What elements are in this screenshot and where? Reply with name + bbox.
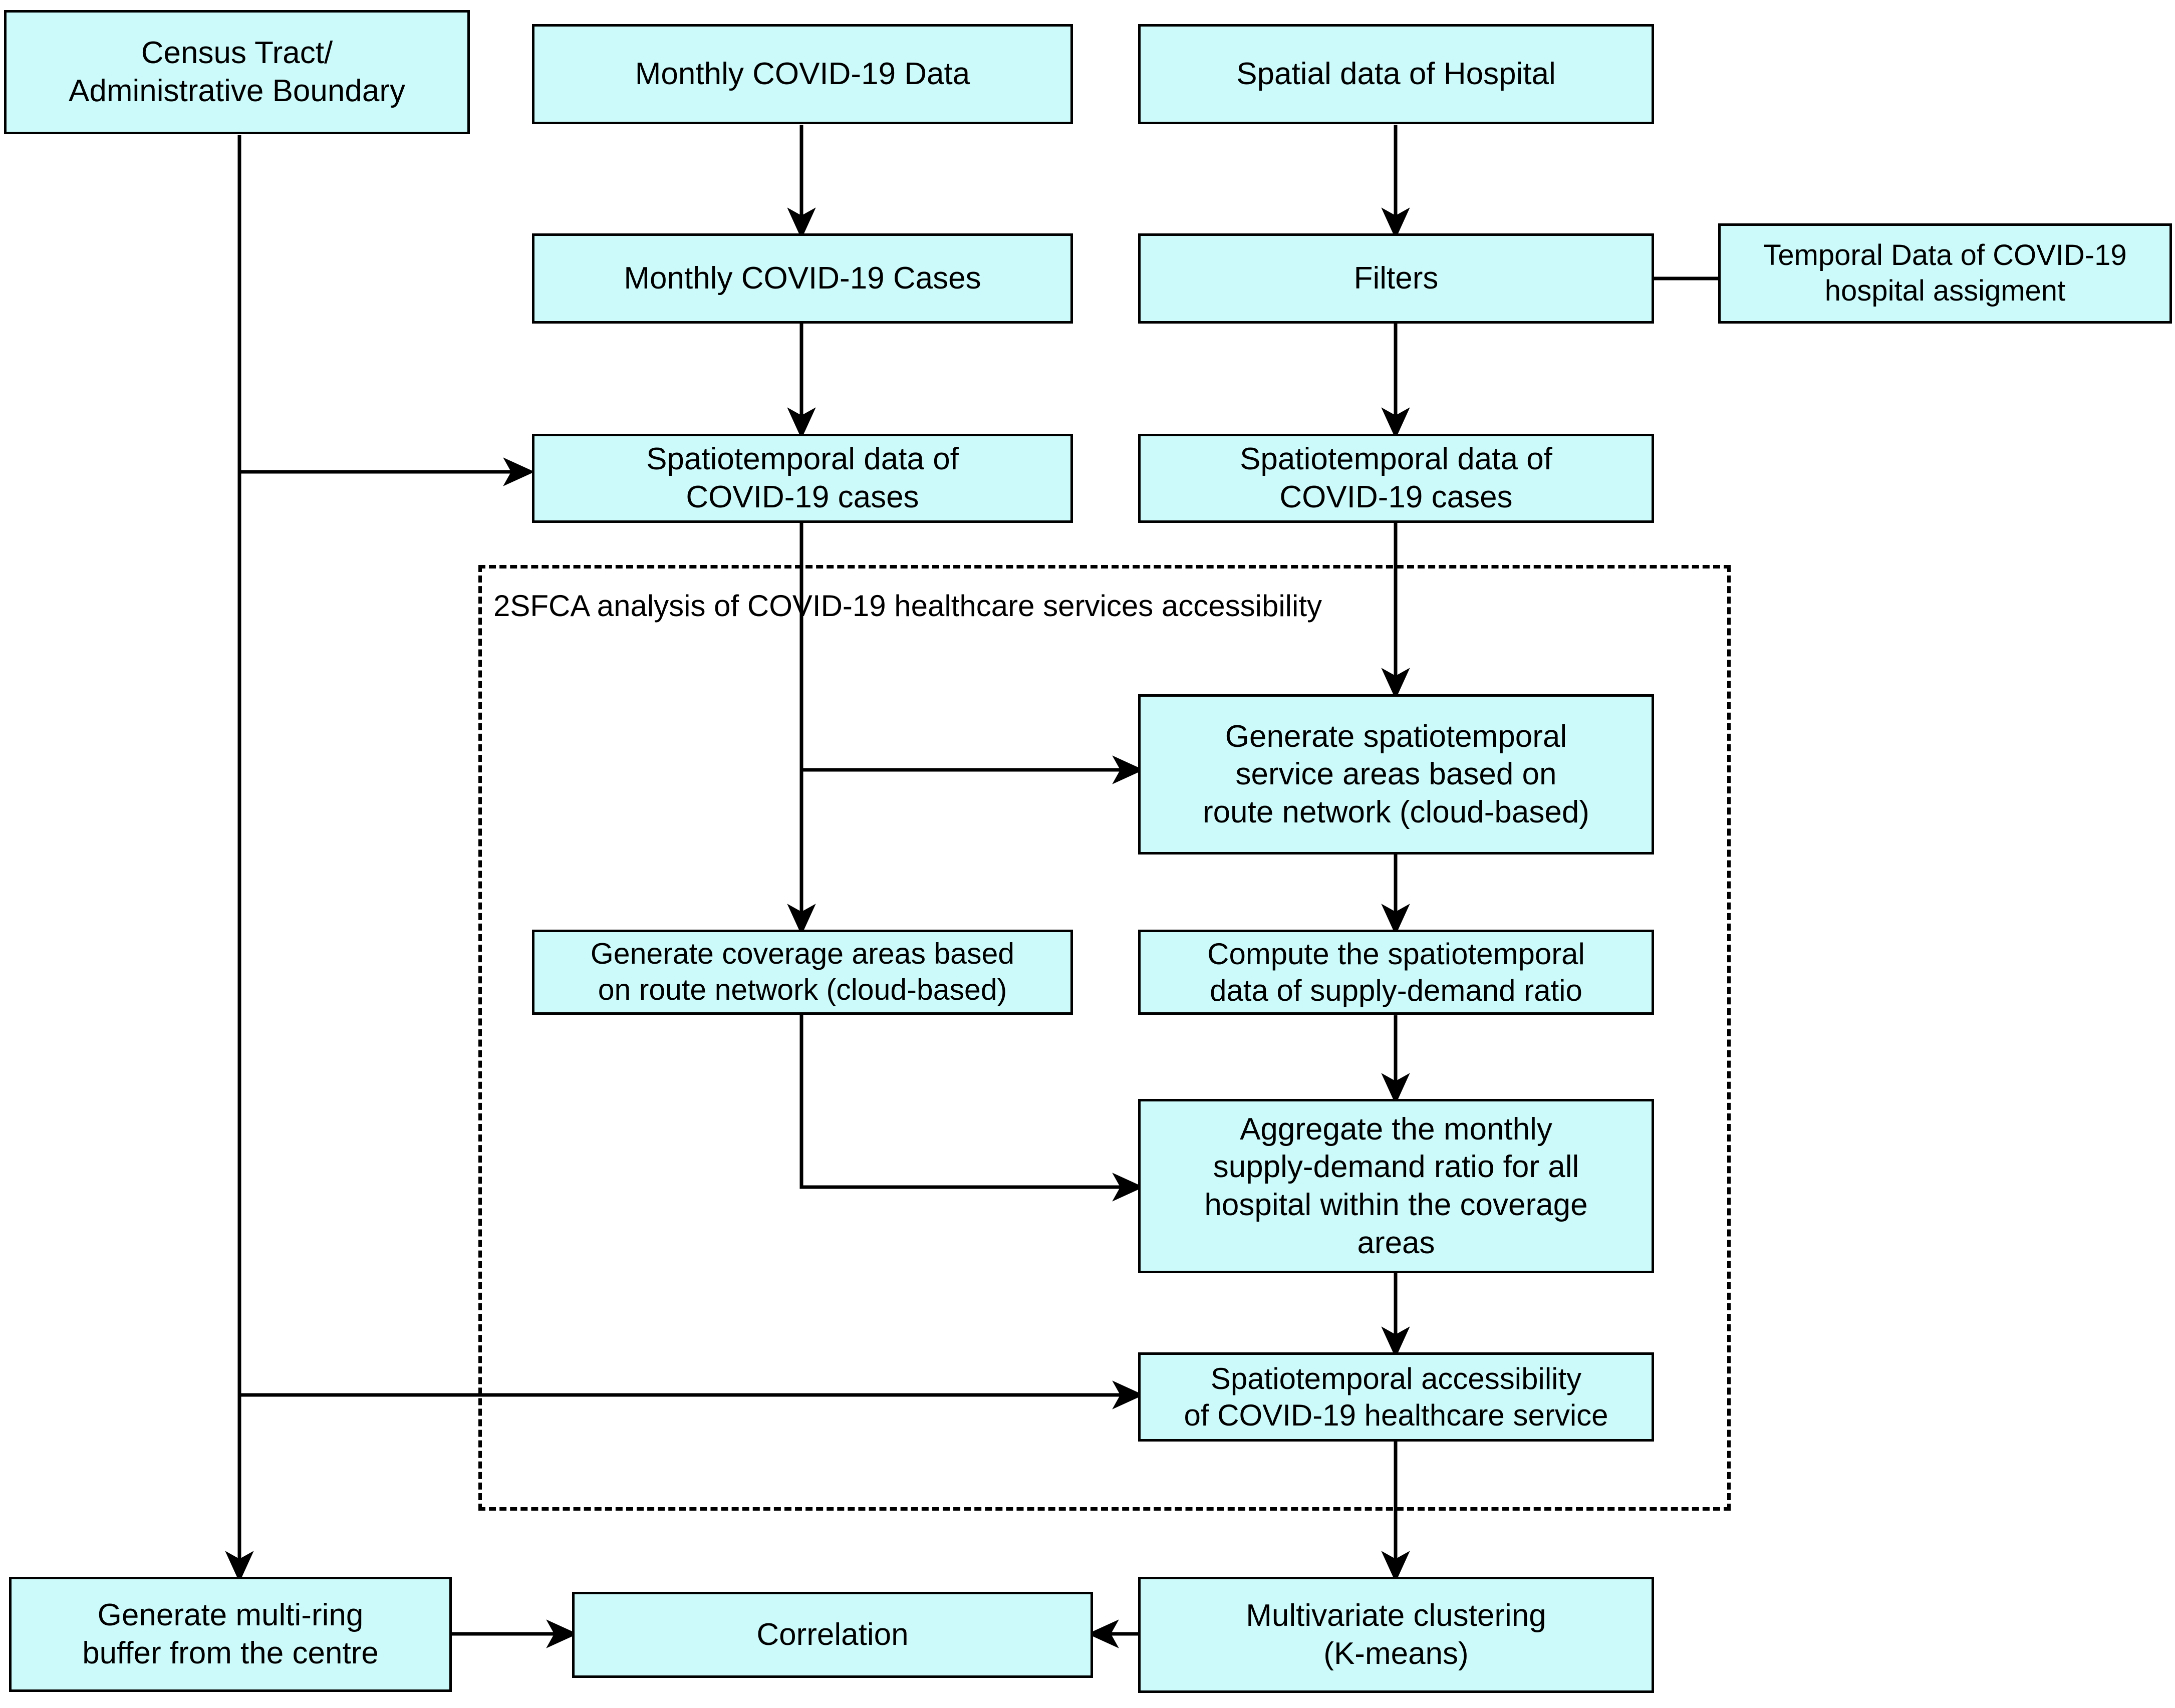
group-2sfca-label: 2SFCA analysis of COVID-19 healthcare se… <box>493 589 1322 623</box>
node-monthly-covid-data[interactable]: Monthly COVID-19 Data <box>532 24 1073 124</box>
node-generate-coverage-areas[interactable]: Generate coverage areas based on route n… <box>532 930 1073 1015</box>
node-temporal-data[interactable]: Temporal Data of COVID-19 hospital assig… <box>1718 223 2172 324</box>
node-census-tract[interactable]: Census Tract/ Administrative Boundary <box>4 10 470 134</box>
node-compute-supply-demand[interactable]: Compute the spatiotemporal data of suppl… <box>1138 930 1654 1015</box>
node-correlation[interactable]: Correlation <box>572 1592 1093 1678</box>
edge-census-to-spatiotemporal-left <box>237 135 535 486</box>
edge-coverage-to-aggregate <box>799 1014 1144 1202</box>
node-spatiotemporal-data-right[interactable]: Spatiotemporal data of COVID-19 cases <box>1138 434 1654 523</box>
node-monthly-covid-cases[interactable]: Monthly COVID-19 Cases <box>532 233 1073 324</box>
node-spatiotemporal-data-left[interactable]: Spatiotemporal data of COVID-19 cases <box>532 434 1073 523</box>
node-spatial-data-hospital[interactable]: Spatial data of Hospital <box>1138 24 1654 124</box>
node-aggregate-ratio[interactable]: Aggregate the monthly supply-demand rati… <box>1138 1099 1654 1273</box>
node-filters[interactable]: Filters <box>1138 233 1654 324</box>
node-spatiotemporal-accessibility[interactable]: Spatiotemporal accessibility of COVID-19… <box>1138 1352 1654 1442</box>
node-generate-service-areas[interactable]: Generate spatiotemporal service areas ba… <box>1138 694 1654 855</box>
node-multivariate-clustering[interactable]: Multivariate clustering (K-means) <box>1138 1577 1654 1693</box>
group-2sfca-analysis <box>478 565 1731 1511</box>
node-multi-ring-buffer[interactable]: Generate multi-ring buffer from the cent… <box>9 1577 452 1692</box>
